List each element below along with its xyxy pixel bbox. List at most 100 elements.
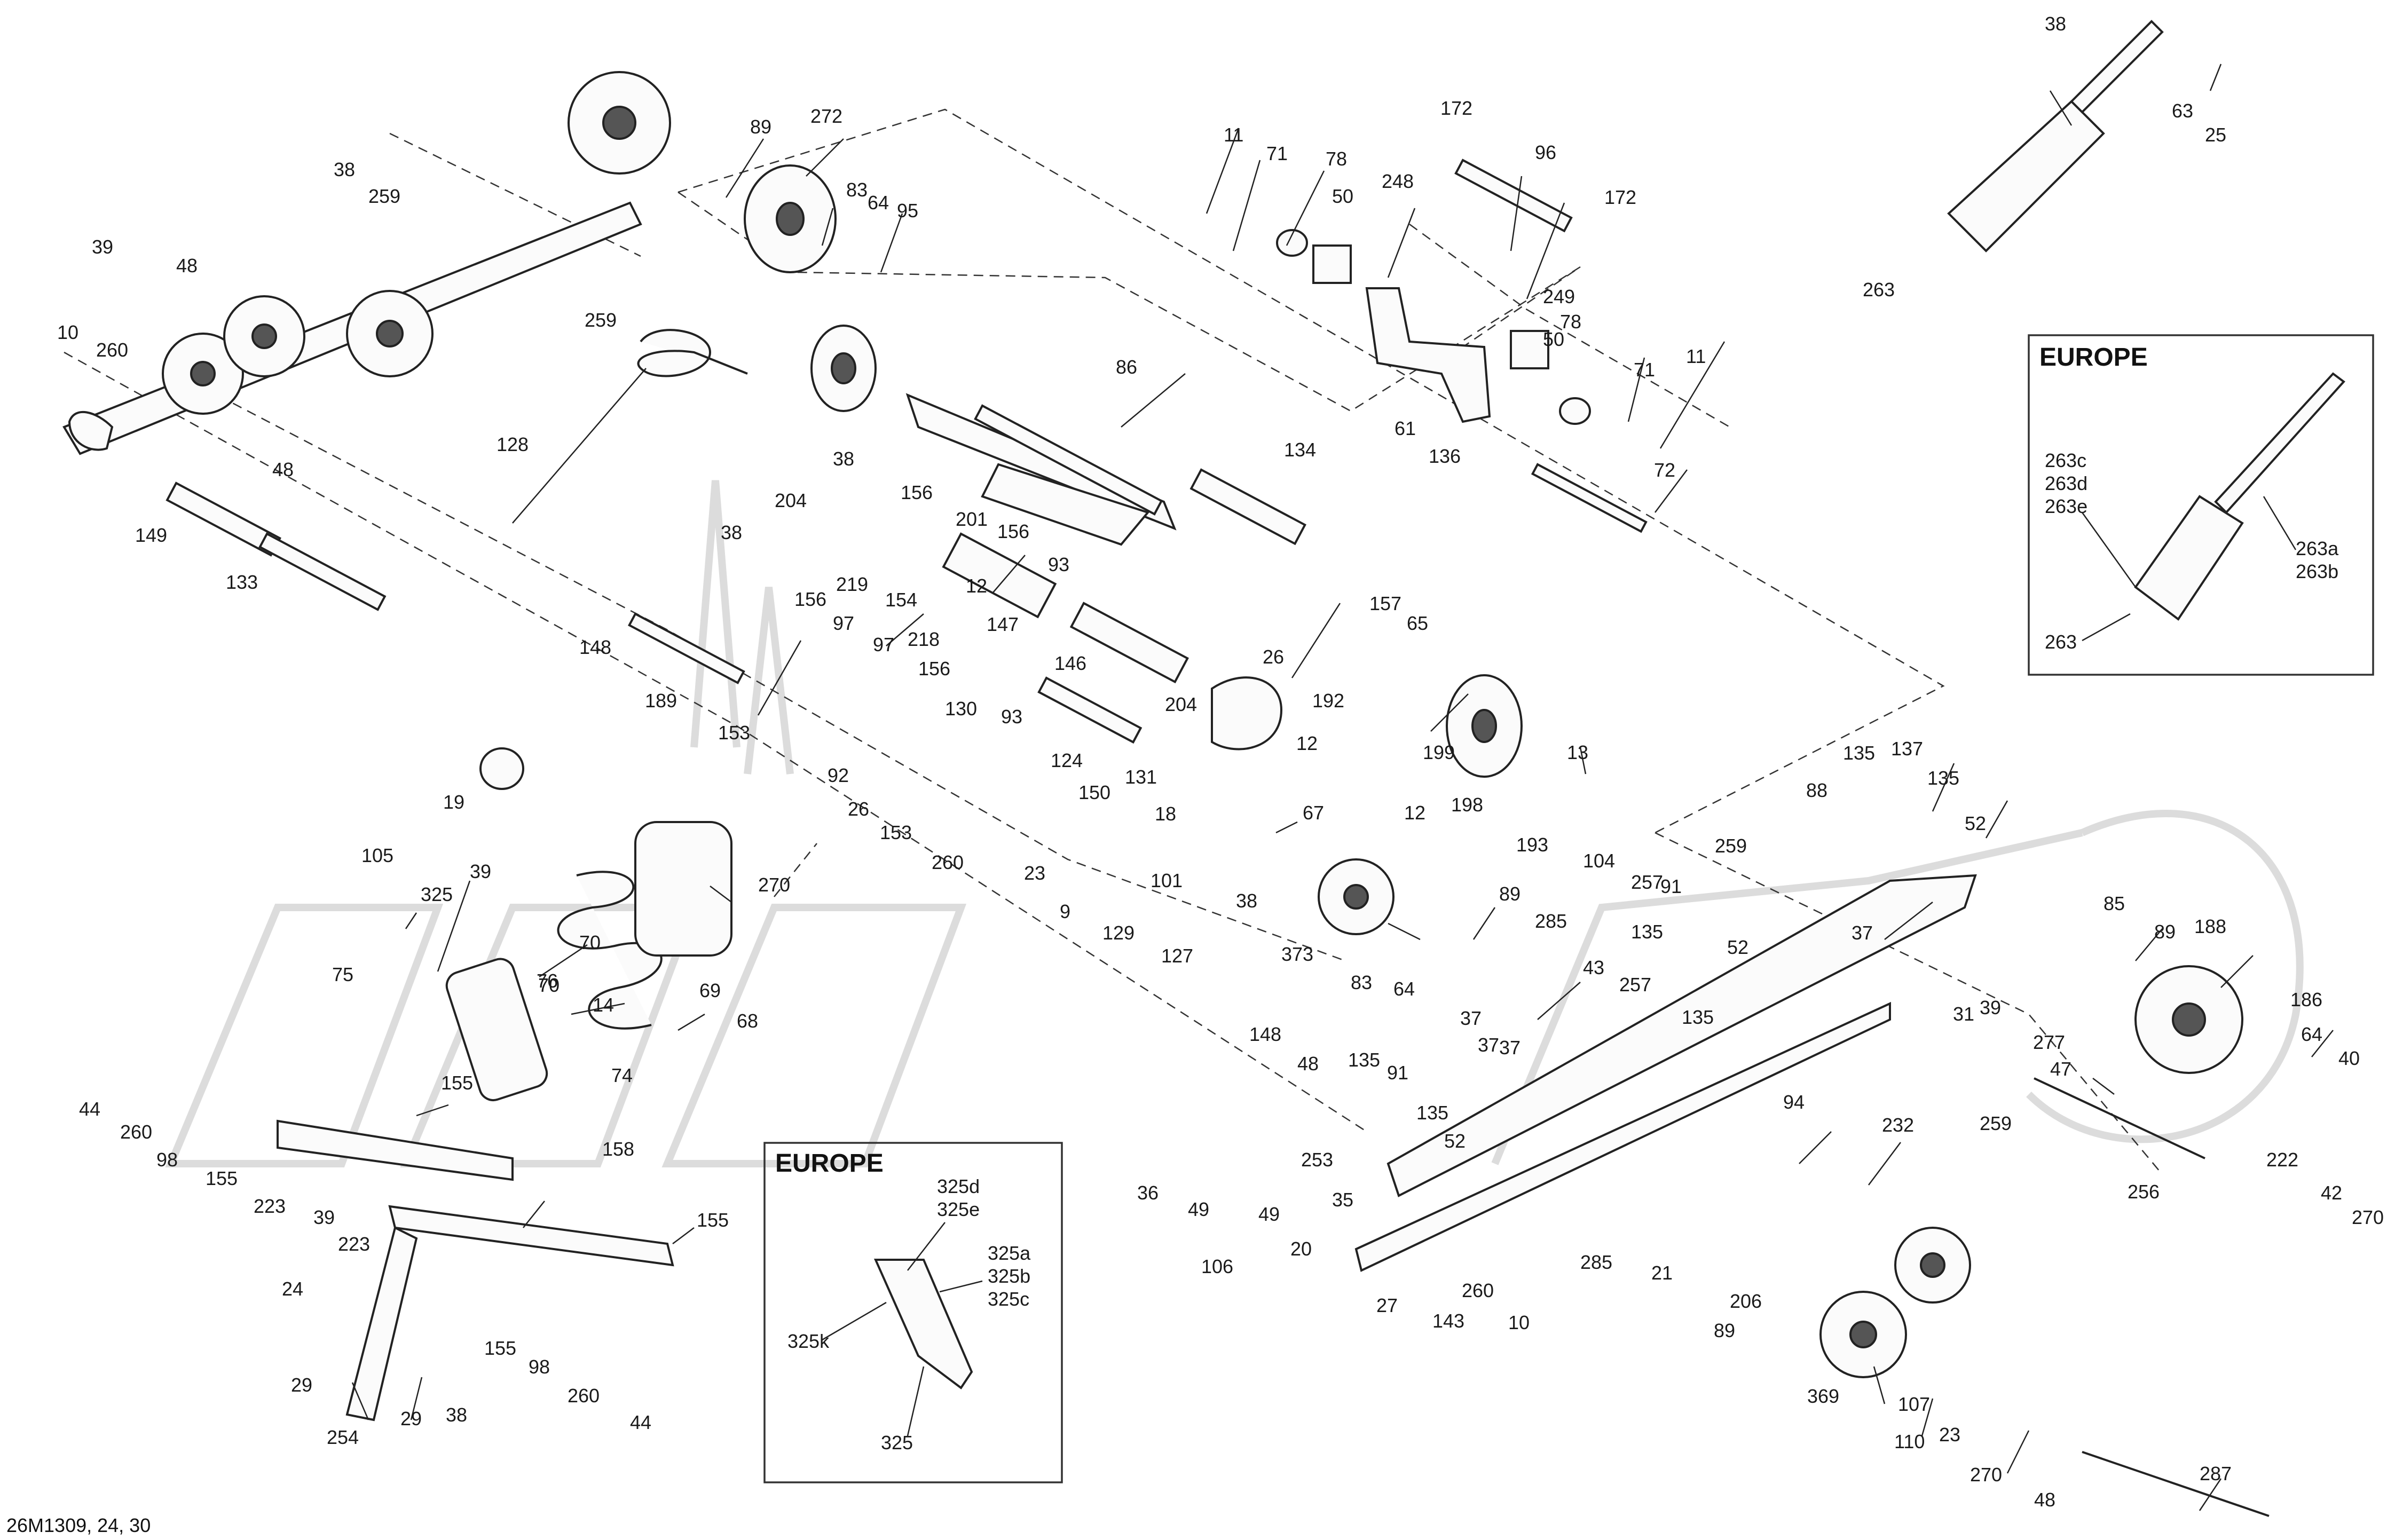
callout-label: 68	[737, 1010, 758, 1032]
callout-label: 64	[868, 192, 889, 214]
callout-label: 65	[1407, 612, 1428, 634]
callout-label: 135	[1631, 921, 1663, 943]
callout-label: 223	[254, 1195, 286, 1217]
callout-label: 135	[1843, 742, 1875, 764]
callout-label: 94	[1783, 1091, 1805, 1113]
callout-label: 89	[1714, 1320, 1735, 1341]
callout-label: 67	[1303, 802, 1324, 824]
callout-label: 263	[1863, 279, 1895, 301]
callout-label: 35	[1332, 1189, 1353, 1211]
callout-label: 38	[2045, 13, 2066, 35]
front-idler-wheels	[162, 290, 434, 415]
callout-label: 254	[327, 1426, 359, 1448]
callout-label: 74	[611, 1064, 633, 1086]
callout-label: 89	[2154, 921, 2176, 943]
callout-label: 249	[1543, 286, 1575, 307]
callout-label: 155	[441, 1072, 473, 1094]
callout-label: 25	[2205, 124, 2226, 146]
callout-label: 61	[1395, 417, 1416, 439]
callout-label: 155	[697, 1209, 729, 1231]
callout-label: 49	[1258, 1203, 1280, 1225]
callout-label: 93	[1048, 554, 1069, 575]
callout-label: 124	[1051, 749, 1083, 771]
callout-label: 186	[2290, 989, 2322, 1010]
callout-label: 31	[1953, 1003, 1974, 1025]
inset-label: 325e	[937, 1198, 980, 1220]
callout-label: 373	[1281, 943, 1313, 965]
callout-label: 23	[1939, 1424, 1960, 1446]
rear-slide-rail	[1354, 874, 1977, 1272]
callout-label: 39	[313, 1206, 335, 1228]
callout-label: 156	[918, 658, 950, 680]
callout-label: 157	[1369, 593, 1401, 614]
callout-label: 64	[1393, 978, 1415, 1000]
callout-label: 135	[1416, 1102, 1448, 1124]
callout-label: 18	[1155, 803, 1176, 825]
callout-label: 36	[1137, 1182, 1159, 1204]
callout-label: 24	[282, 1278, 303, 1300]
callout-label: 270	[758, 874, 790, 896]
callout-label: 75	[332, 964, 353, 985]
callout-label: 48	[2034, 1489, 2055, 1511]
callout-label: 85	[2103, 893, 2125, 914]
callout-label: 133	[226, 571, 258, 593]
callout-label: 37	[1852, 922, 1873, 944]
callout-label: 192	[1312, 690, 1344, 712]
coil-spring-shock	[479, 747, 732, 1030]
callout-label: 72	[1654, 459, 1675, 481]
callout-label: 95	[897, 200, 918, 222]
callout-label: 11	[1224, 124, 1243, 146]
callout-label: 76	[537, 970, 558, 992]
callout-label: 260	[120, 1121, 152, 1143]
callout-label: 188	[2194, 915, 2226, 937]
callout-label: 147	[987, 613, 1019, 635]
callout-label: 201	[956, 508, 988, 530]
callout-label: 44	[79, 1098, 100, 1120]
callout-label: 222	[2266, 1149, 2298, 1171]
callout-label: 48	[272, 459, 294, 480]
bracket-and-blocks	[1276, 229, 1591, 425]
callout-label: 260	[96, 339, 128, 361]
inset-label: 325b	[988, 1265, 1030, 1287]
callout-leaders	[351, 64, 2334, 1511]
callout-label: 153	[880, 822, 912, 843]
callout-label: 93	[1001, 706, 1022, 728]
callout-label: 148	[1249, 1023, 1281, 1045]
europe-title-right: EUROPE	[2039, 343, 2148, 372]
callout-label: 52	[1965, 812, 1986, 834]
callout-label: 23	[1024, 862, 1045, 884]
callout-label: 155	[206, 1167, 238, 1189]
callout-label: 232	[1882, 1114, 1914, 1136]
europe-inset-bottom: EUROPE 325d 325e 325a 325b 325c 325k 325	[763, 1142, 1063, 1483]
callout-label: 260	[568, 1385, 600, 1407]
callout-label: 193	[1516, 834, 1548, 856]
callout-labels: 38 259 89 272 83 64 95 39 48 10 260 259 …	[57, 13, 2384, 1511]
callout-label: 27	[1376, 1294, 1398, 1316]
callout-label: 153	[718, 722, 750, 744]
callout-label: 20	[1290, 1238, 1312, 1260]
callout-label: 96	[1535, 141, 1556, 163]
drawing-reference: 26M1309, 24, 30	[6, 1514, 151, 1536]
callout-label: 37	[1460, 1007, 1482, 1029]
callout-label: 19	[443, 791, 464, 813]
europe-title-bottom: EUROPE	[775, 1149, 884, 1178]
callout-label: 92	[828, 764, 849, 786]
front-arm	[905, 393, 1177, 546]
callout-label: 39	[1980, 997, 2001, 1018]
callout-label: 78	[1560, 311, 1581, 333]
callout-label: 47	[2050, 1058, 2071, 1080]
callout-label: 150	[1078, 781, 1110, 803]
callout-label: 63	[2172, 100, 2193, 122]
callout-label: 49	[1188, 1198, 1209, 1220]
callout-label: 369	[1807, 1385, 1839, 1407]
front-shock-325	[445, 958, 548, 1102]
callout-label: 143	[1432, 1310, 1464, 1332]
callout-label: 39	[470, 860, 491, 882]
callout-label: 134	[1284, 439, 1316, 461]
callout-label: 259	[1715, 835, 1747, 857]
callout-label: 204	[1165, 693, 1197, 715]
callout-label: 29	[400, 1408, 422, 1430]
callout-label: 148	[579, 636, 611, 658]
callout-label: 50	[1332, 185, 1353, 207]
